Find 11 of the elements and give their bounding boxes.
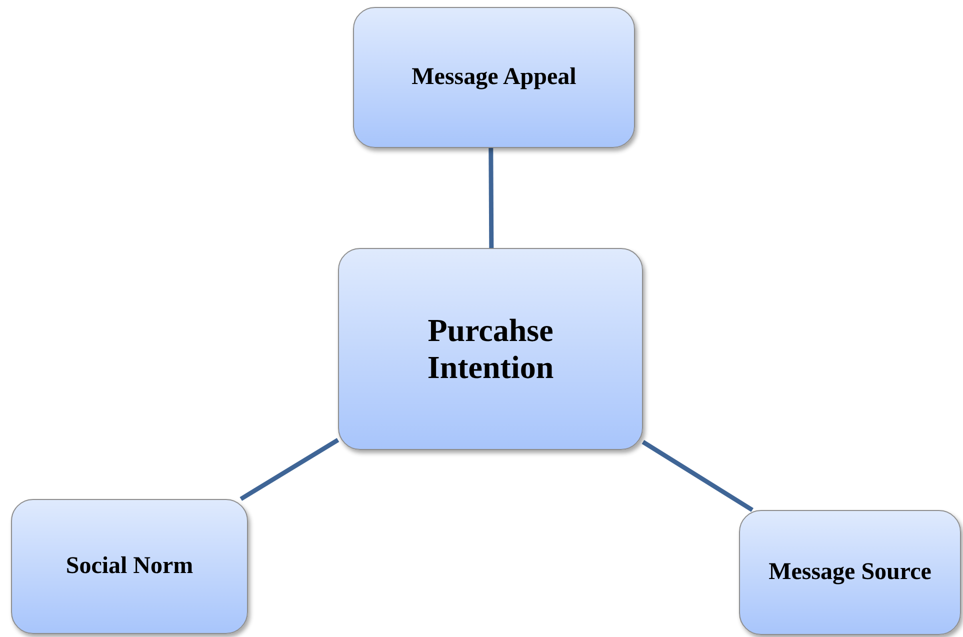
rounded-box [338, 248, 643, 450]
node-label: Message Source [768, 558, 932, 587]
rounded-box [739, 510, 961, 635]
rounded-box [353, 7, 635, 148]
connector-line [240, 438, 340, 501]
node-label: Message Appeal [412, 63, 576, 92]
connector-line [642, 440, 754, 512]
node-label: Social Norm [66, 552, 194, 581]
node-label: Purcahse Intention [426, 312, 555, 386]
rounded-box [11, 499, 248, 634]
connector-line [488, 148, 494, 248]
